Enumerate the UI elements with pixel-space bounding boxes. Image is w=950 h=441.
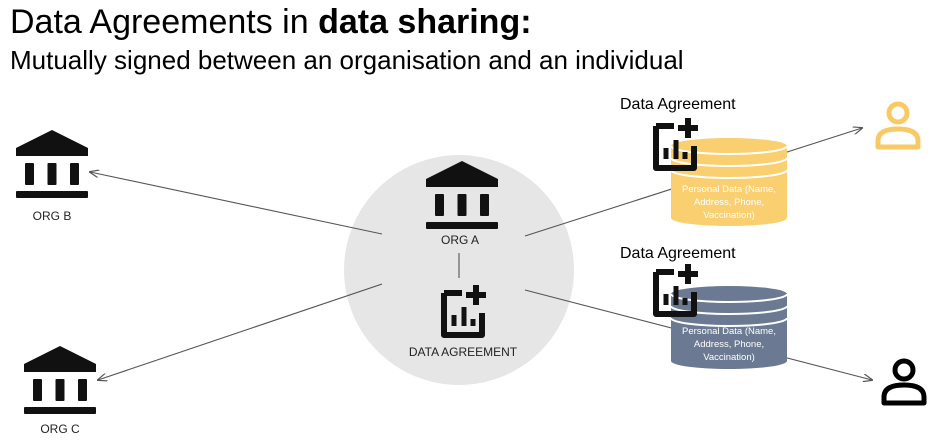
- database-top: [671, 138, 787, 154]
- database-text-line-1: Personal Data (Name,: [682, 184, 776, 195]
- org-a-label: ORG A: [441, 233, 479, 247]
- connector-org-a-to-org-c: [98, 283, 383, 380]
- database-body: [671, 146, 787, 226]
- page-title: Data Agreements in data sharing:: [10, 2, 532, 42]
- org-c-label: ORG C: [40, 422, 80, 436]
- database-top: [671, 286, 787, 302]
- connector-org-a-to-org-b: [90, 172, 383, 235]
- database-text-line-3: Vaccination): [703, 210, 755, 221]
- bank-icon: [24, 346, 96, 414]
- center-agreement-label: DATA AGREEMENT: [409, 345, 518, 359]
- page-title-bold: data sharing:: [318, 3, 532, 41]
- database-text-line-2: Address, Phone,: [694, 197, 764, 208]
- database-yellow: Personal Data (Name, Address, Phone, Vac…: [670, 138, 788, 226]
- page-title-prefix: Data Agreements in: [10, 3, 319, 41]
- bank-icon: [16, 130, 88, 198]
- person-icon: [881, 358, 927, 406]
- page-subtitle: Mutually signed between an organisation …: [10, 45, 684, 75]
- database-text-line-2: Address, Phone,: [694, 339, 764, 350]
- agreement-heading: Data Agreement: [620, 245, 736, 262]
- database-slate: Personal Data (Name, Address, Phone, Vac…: [670, 286, 788, 369]
- org-b-node: [16, 130, 88, 198]
- database-text-line-1: Personal Data (Name,: [682, 326, 776, 337]
- database-text-line-3: Vaccination): [703, 352, 755, 363]
- agreement-heading: Data Agreement: [620, 96, 736, 113]
- person-icon: [875, 101, 921, 150]
- org-b-label: ORG B: [33, 209, 72, 223]
- org-c-node: [24, 346, 96, 414]
